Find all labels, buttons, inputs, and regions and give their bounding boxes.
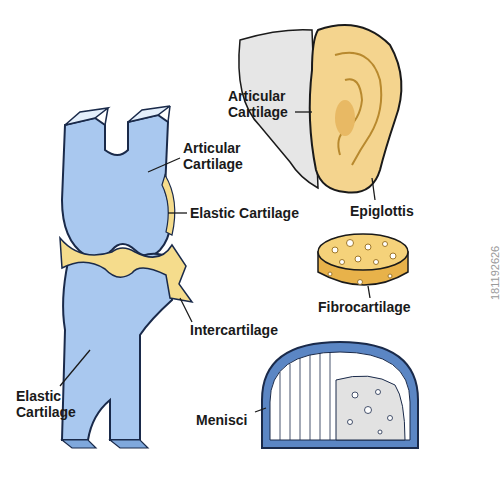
meniscus-pores [348, 390, 393, 435]
part-label: Articular Cartilage [228, 88, 300, 120]
part-label: Articular Cartilage [183, 140, 263, 172]
part-label: Elastic Cartilage [190, 205, 299, 221]
watermark: 181192626 [487, 246, 500, 300]
meniscus-rim [262, 342, 418, 448]
part-label: Elastic Cartilage [16, 388, 86, 420]
fibro-holes [328, 240, 396, 285]
cartilage-strip [162, 175, 175, 235]
ear-concha [335, 100, 355, 136]
part-label: Intercartilage [190, 322, 278, 338]
meniscus-body [270, 352, 410, 440]
femur-edge [105, 106, 170, 125]
joint-cartilage [60, 238, 192, 302]
ear-folds [335, 53, 381, 165]
ear-outer [310, 25, 402, 193]
fibro-top [318, 234, 408, 270]
femur-top-face [65, 106, 170, 125]
meniscus-core [336, 376, 405, 440]
meniscus-stripes [280, 352, 330, 440]
tibia-shape [62, 254, 172, 440]
leader-lines [60, 112, 375, 412]
part-label: Menisci [196, 412, 247, 428]
part-label: Epiglottis [350, 203, 414, 219]
tibia-base [62, 440, 148, 448]
part-label: Fibrocartilage [318, 299, 411, 315]
femur-shape [62, 115, 170, 258]
